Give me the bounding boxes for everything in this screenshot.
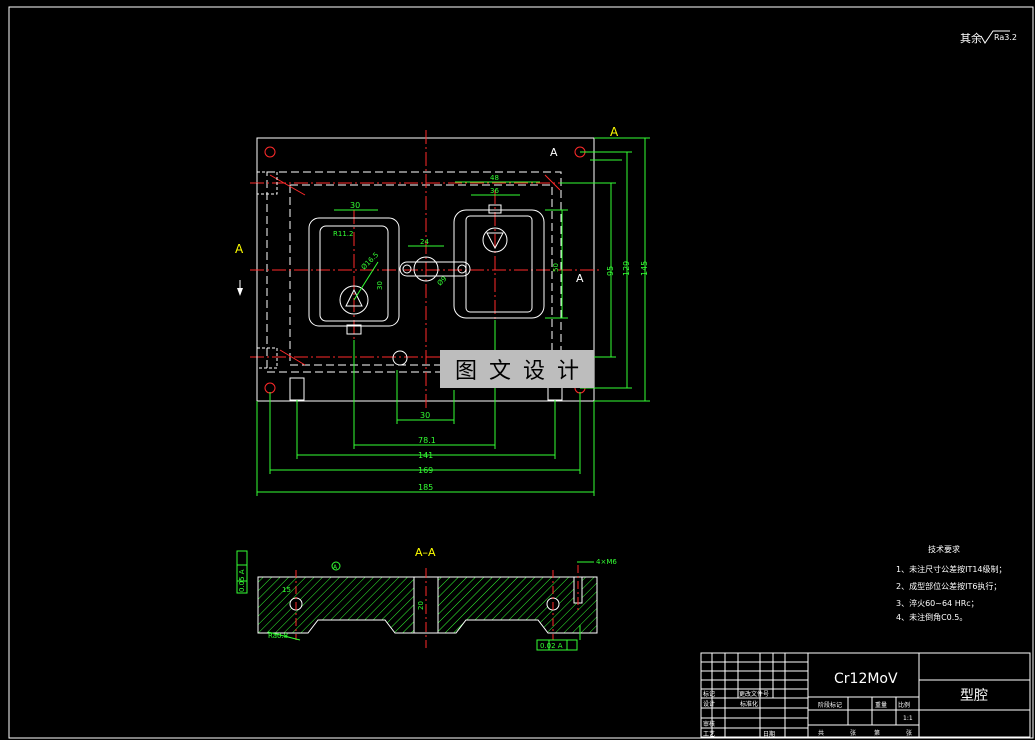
flatness-left: 0.05 A (238, 569, 246, 592)
right-cavity-boss (482, 227, 508, 253)
tech-item: 2、成型部位公差按IT6执行； (896, 581, 1001, 591)
dim-30-mid: 30 (376, 281, 384, 290)
dim-95: 95 (606, 266, 615, 276)
tech-item: 1、未注尺寸公差按IT14级制； (896, 564, 1007, 574)
left-cavity (308, 217, 400, 327)
dim-h15: 15 (282, 586, 291, 594)
dim-48: 48 (490, 174, 499, 182)
corner-hole-tl (264, 146, 276, 158)
dim-30-left: 30 (350, 201, 360, 210)
dim-145: 145 (640, 261, 649, 276)
roughness-value: Ra3.2 (994, 33, 1017, 42)
plan-view: A A A A (235, 125, 650, 496)
tb-label: 第 (874, 729, 880, 737)
left-cavity-boss (339, 285, 369, 315)
ra-left: Ra0.8 (268, 632, 288, 640)
section-mark-top: A (610, 125, 619, 139)
section-mark-left: A (235, 242, 244, 256)
tb-label: 日期 (763, 730, 775, 738)
dim-r11-2: R11.2 (333, 230, 353, 238)
sprue-circle (413, 256, 439, 282)
section-mark-mid: A (550, 146, 558, 159)
tb-label: 标准化 (740, 700, 758, 708)
tb-label: 共 (818, 729, 824, 737)
flatness-right: 0.02 A (540, 642, 563, 650)
dim-78-1: 78.1 (418, 436, 436, 445)
tech-item: 3、淬火60~64 HRc； (896, 598, 979, 608)
material-label: Cr12MoV (834, 671, 898, 687)
dim-24: 24 (420, 238, 429, 246)
tech-requirements: 技术要求 1、未注尺寸公差按IT14级制； 2、成型部位公差按IT6执行； 3、… (896, 544, 1007, 622)
right-cavity (453, 209, 545, 319)
section-view-title: A–A (415, 546, 436, 559)
title-block (700, 652, 1031, 738)
roughness-prefix: 其余 (960, 31, 982, 45)
part-name: 型腔 (960, 688, 988, 704)
runner-slot (399, 261, 471, 277)
tb-label: 标记 (703, 690, 715, 698)
watermark-box: 图文设计 (440, 350, 594, 388)
tb-label: 比例 (898, 701, 910, 709)
watermark-text: 图文设计 (454, 359, 591, 384)
roughness-symbol-icon (980, 30, 1010, 44)
tb-label: 阶段标记 (818, 701, 842, 709)
tb-label: 张 (906, 729, 912, 737)
dim-169: 169 (418, 466, 433, 475)
dim-185: 185 (418, 483, 433, 492)
dim-30-bottom: 30 (420, 411, 430, 420)
tb-label: 设计 (703, 700, 715, 708)
section-view: A–A 0.05 A 0.02 A 4×M6 Ra0.8 A (236, 546, 617, 651)
dim-141: 141 (418, 451, 433, 460)
dim-129: 129 (622, 261, 631, 276)
tb-label: 重量 (875, 701, 887, 709)
dim-h20: 20 (417, 601, 425, 610)
dim-phi9: Ø9 (436, 275, 449, 288)
tb-label: 张 (850, 729, 856, 737)
thread-callout: 4×M6 (596, 558, 617, 566)
scale-value: 1:1 (903, 715, 913, 722)
section-right-block (437, 576, 598, 634)
tech-item: 4、未注倒角C0.5。 (896, 612, 967, 622)
tb-label: 更改文件号 (739, 690, 769, 698)
pocket-hidden-inner (289, 184, 553, 366)
dim-phi16-5: Ø16.5 (360, 251, 381, 272)
tech-title: 技术要求 (928, 544, 960, 554)
datum-a: A (333, 564, 338, 571)
tb-label: 审核 (703, 720, 715, 728)
section-mark-right: A (576, 272, 584, 285)
pocket-hidden-outline (266, 171, 562, 373)
corner-hole-bl (264, 382, 276, 394)
dim-36: 36 (490, 187, 499, 195)
tb-label: 工艺 (703, 730, 715, 738)
dim-50: 50 (552, 263, 560, 272)
drawing-frame (8, 6, 1034, 739)
